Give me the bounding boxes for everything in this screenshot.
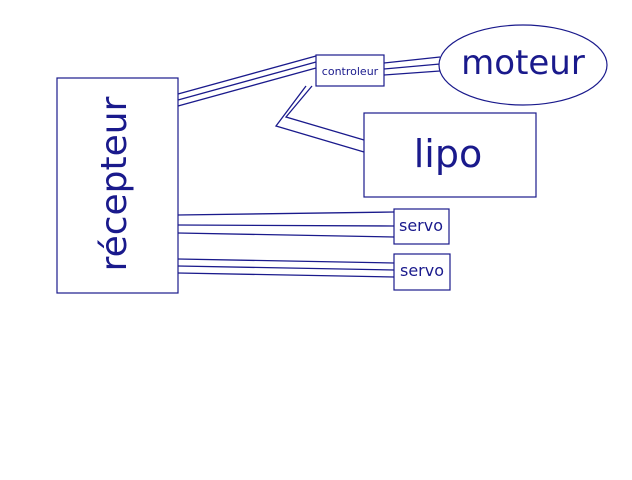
servo-label-1: servo [399, 216, 443, 235]
moteur-label: moteur [461, 43, 585, 83]
lipo-label: lipo [414, 132, 483, 176]
wire-recepteur-servo-1 [177, 211, 395, 238]
recepteur-label: récepteur [94, 96, 135, 271]
wire-controleur-lipo [274, 85, 365, 153]
moteur-node: moteur [438, 24, 608, 106]
servo-node-2: servo [393, 253, 451, 291]
wire-controleur-moteur [383, 56, 441, 76]
controleur-node: controleur [315, 54, 385, 87]
wire-recepteur-servo-2 [177, 258, 395, 278]
servo-node-1: servo [393, 208, 450, 245]
controleur-label: controleur [322, 65, 379, 78]
wire-recepteur-controleur [177, 55, 317, 107]
servo-label-2: servo [400, 261, 444, 280]
recepteur-node: récepteur [56, 77, 179, 294]
lipo-node: lipo [363, 112, 537, 198]
